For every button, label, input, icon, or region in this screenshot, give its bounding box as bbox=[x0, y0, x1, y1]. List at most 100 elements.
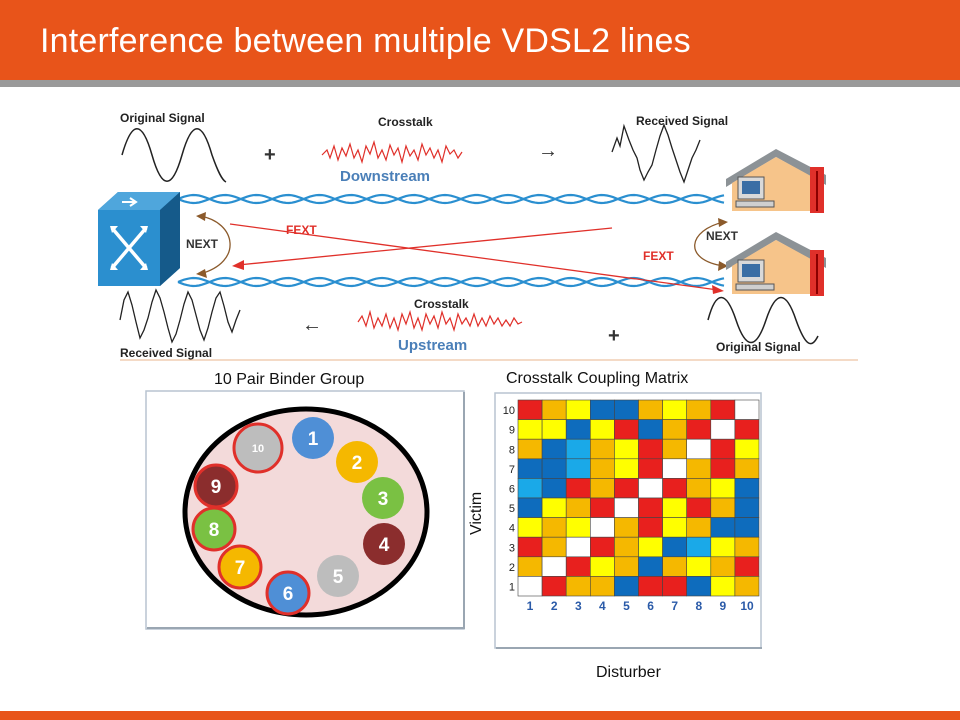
house-icon bbox=[726, 232, 826, 296]
twisted-pair-strand-1b bbox=[177, 193, 725, 205]
matrix-y-tick: 10 bbox=[503, 405, 515, 417]
matrix-cell-r5-c2 bbox=[541, 497, 567, 518]
matrix-cell-r6-c8 bbox=[686, 478, 712, 499]
matrix-cell-r10-c3 bbox=[565, 399, 591, 420]
matrix-y-tick: 1 bbox=[509, 582, 515, 594]
matrix-cell-r1-c1 bbox=[517, 576, 543, 597]
title-bar-shadow bbox=[0, 80, 960, 87]
matrix-cell-r4-c7 bbox=[662, 517, 688, 538]
matrix-cell-r8-c7 bbox=[662, 438, 688, 460]
matrix-y-tick: 3 bbox=[509, 542, 515, 554]
matrix-cell-r10-c10 bbox=[734, 399, 760, 420]
matrix-cell-r9-c2 bbox=[541, 419, 567, 440]
matrix-cell-r1-c6 bbox=[638, 576, 663, 597]
matrix-cell-r8-c8 bbox=[686, 438, 712, 460]
upstream-label: Upstream bbox=[398, 337, 468, 354]
matrix-cell-r3-c10 bbox=[734, 536, 760, 558]
matrix-cell-r9-c7 bbox=[662, 419, 688, 440]
matrix-cell-r2-c8 bbox=[686, 556, 712, 577]
matrix-cell-r3-c7 bbox=[662, 536, 688, 558]
binder-pair-4: 4 bbox=[363, 523, 405, 565]
fext-bottom-label: FEXT bbox=[643, 249, 674, 263]
matrix-cell-r9-c10 bbox=[734, 419, 760, 440]
matrix-cell-r10-c8 bbox=[686, 399, 712, 420]
binder-pair-5: 5 bbox=[317, 555, 359, 597]
matrix-x-tick: 6 bbox=[647, 599, 654, 613]
binder-pair-label: 10 bbox=[252, 443, 264, 455]
arrow-right-icon: → bbox=[538, 140, 558, 162]
next-arc-left bbox=[199, 215, 231, 275]
matrix-x-tick: 9 bbox=[720, 599, 727, 613]
matrix-cell-r2-c6 bbox=[638, 556, 663, 577]
matrix-cell-r5-c1 bbox=[517, 497, 543, 518]
matrix-cell-r6-c6 bbox=[638, 478, 663, 499]
matrix-y-axis-label: Victim bbox=[468, 491, 485, 535]
plus-top: + bbox=[264, 144, 276, 166]
computer-icon bbox=[735, 259, 775, 291]
matrix-cell-r6-c10 bbox=[734, 478, 760, 499]
matrix-y-tick: 7 bbox=[509, 464, 515, 476]
matrix-cell-r6-c1 bbox=[517, 478, 543, 499]
matrix-cell-r8-c6 bbox=[638, 438, 663, 460]
matrix-cell-r1-c9 bbox=[710, 576, 736, 597]
matrix-cell-r9-c5 bbox=[614, 419, 639, 440]
binder-pair-3: 3 bbox=[362, 477, 404, 519]
matrix-cell-r1-c3 bbox=[565, 576, 591, 597]
twisted-pair-strand-2a bbox=[177, 276, 725, 288]
matrix-cell-r7-c7 bbox=[662, 458, 688, 479]
matrix-cell-r3-c9 bbox=[710, 536, 736, 558]
footer-bar bbox=[0, 711, 960, 720]
matrix-cell-r10-c5 bbox=[614, 399, 639, 420]
crosstalk-bottom-label: Crosstalk bbox=[414, 297, 469, 311]
matrix-cell-r3-c3 bbox=[565, 536, 591, 558]
matrix-y-tick: 5 bbox=[509, 503, 515, 515]
matrix-cell-r5-c8 bbox=[686, 497, 712, 518]
matrix-cell-r9-c6 bbox=[638, 419, 663, 440]
received-signal-top-label: Received Signal bbox=[636, 114, 729, 128]
binder-pair-label: 9 bbox=[211, 477, 222, 498]
matrix-cell-r9-c8 bbox=[686, 419, 712, 440]
matrix-title: Crosstalk Coupling Matrix bbox=[506, 370, 689, 387]
binder-pair-10: 10 bbox=[232, 422, 284, 474]
matrix-cell-r7-c10 bbox=[734, 458, 760, 479]
twisted-pair-strand-1a bbox=[177, 193, 725, 205]
matrix-cell-r6-c4 bbox=[590, 478, 615, 499]
matrix-cell-r3-c4 bbox=[590, 536, 615, 558]
matrix-cell-r4-c6 bbox=[638, 517, 663, 538]
matrix-cell-r2-c2 bbox=[541, 556, 567, 577]
binder-pair-6: 6 bbox=[265, 570, 311, 616]
matrix-x-tick: 4 bbox=[599, 599, 606, 613]
matrix-cell-r7-c2 bbox=[541, 458, 567, 479]
matrix-cell-r6-c9 bbox=[710, 478, 736, 499]
matrix-cell-r10-c4 bbox=[590, 399, 615, 420]
matrix-cell-r8-c2 bbox=[541, 438, 567, 460]
matrix-y-tick: 2 bbox=[509, 562, 515, 574]
binder-group-title: 10 Pair Binder Group bbox=[214, 371, 365, 388]
computer-icon bbox=[735, 176, 775, 208]
arrow-left-icon: ← bbox=[302, 314, 322, 336]
binder-pair-label: 8 bbox=[209, 520, 220, 541]
matrix-y-tick: 9 bbox=[509, 425, 515, 437]
twisted-pair-cables bbox=[177, 193, 725, 288]
matrix-x-tick: 5 bbox=[623, 599, 630, 613]
binder-pair-1: 1 bbox=[292, 417, 334, 459]
binder-pair-label: 4 bbox=[379, 535, 390, 556]
matrix-x-tick: 10 bbox=[740, 599, 754, 613]
matrix-x-tick: 7 bbox=[671, 599, 678, 613]
matrix-cell-r7-c3 bbox=[565, 458, 591, 479]
matrix-cell-r4-c3 bbox=[565, 517, 591, 538]
matrix-cell-r1-c5 bbox=[614, 576, 639, 597]
slide-title: Interference between multiple VDSL2 line… bbox=[40, 22, 691, 60]
matrix-cell-r3-c1 bbox=[517, 536, 543, 558]
binder-pair-2: 2 bbox=[336, 441, 378, 483]
received-signal-top-wave bbox=[611, 123, 701, 184]
matrix-cell-r10-c7 bbox=[662, 399, 688, 420]
matrix-cell-r2-c1 bbox=[517, 556, 543, 577]
binder-pair-label: 2 bbox=[352, 453, 363, 474]
matrix-cell-r2-c5 bbox=[614, 556, 639, 577]
dslam-switch-icon bbox=[98, 192, 180, 286]
original-signal-bottom-label: Original Signal bbox=[716, 340, 801, 354]
matrix-cell-r7-c8 bbox=[686, 458, 712, 479]
matrix-cell-r10-c1 bbox=[517, 399, 543, 420]
